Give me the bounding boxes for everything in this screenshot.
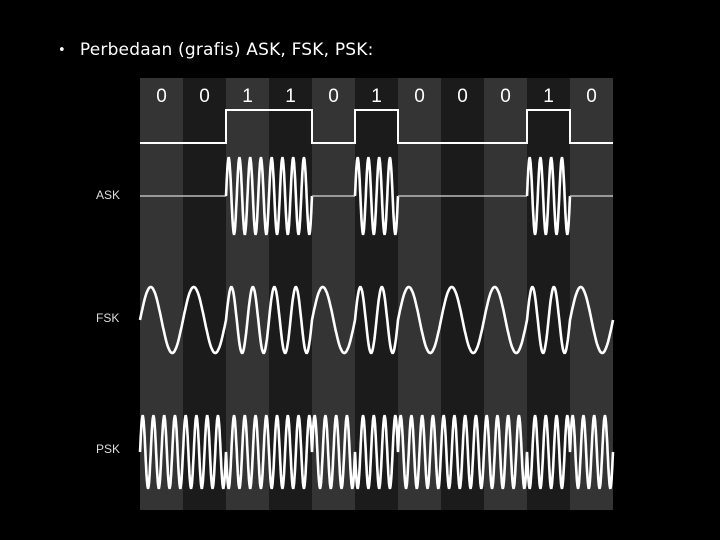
ask-burst <box>353 156 400 236</box>
ask-waveform <box>140 156 613 236</box>
bit-label: 1 <box>543 86 554 107</box>
slide-title-line: • Perbedaan (grafis) ASK, FSK, PSK: <box>58 40 374 60</box>
bit-label: 1 <box>371 86 382 107</box>
ask-label: ASK <box>96 188 120 202</box>
bit-label: 0 <box>586 86 597 107</box>
ask-burst <box>224 156 271 236</box>
bit-label: 0 <box>156 86 167 107</box>
ask-burst <box>525 156 572 236</box>
fsk-waveform <box>138 285 615 355</box>
bit-label: 0 <box>457 86 468 107</box>
bit-label: 0 <box>500 86 511 107</box>
psk-waveform <box>138 414 615 490</box>
fsk-label: FSK <box>96 311 119 325</box>
slide-title: Perbedaan (grafis) ASK, FSK, PSK: <box>79 40 374 60</box>
bit-labels: 0 0 1 1 0 1 0 0 0 1 0 <box>156 86 597 107</box>
bit-label: 0 <box>328 86 339 107</box>
ask-burst <box>267 156 314 236</box>
bullet-icon: • <box>58 42 66 58</box>
psk-label: PSK <box>96 442 120 456</box>
bit-label: 1 <box>242 86 253 107</box>
bit-label: 0 <box>199 86 210 107</box>
bit-label: 1 <box>285 86 296 107</box>
bit-label: 0 <box>414 86 425 107</box>
digital-signal-line <box>140 109 613 144</box>
